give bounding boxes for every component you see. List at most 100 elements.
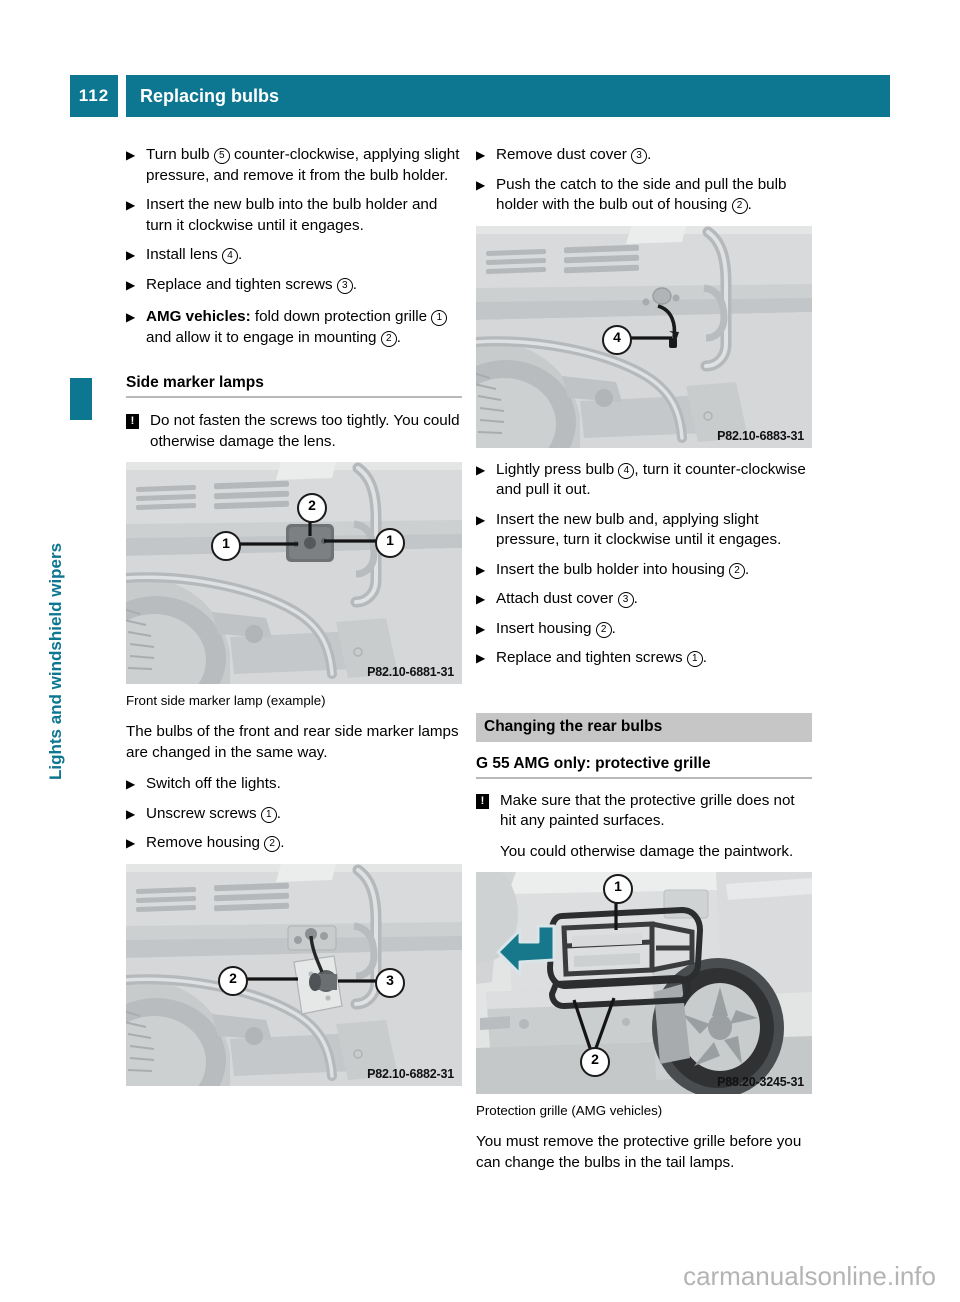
list-item: ▶ Insert the bulb holder into housing 2. <box>476 560 812 581</box>
heading-protective-grille: G 55 AMG only: protective grille <box>476 755 812 779</box>
figure-callout: 3 <box>375 967 405 998</box>
step-text-b: , turn it counter-clockwise and pull it … <box>496 460 806 499</box>
figure-callout: 4 <box>602 324 632 355</box>
list-item: ▶ Insert the new bulb and, applying slig… <box>476 510 812 551</box>
bullet-triangle-icon: ▶ <box>476 177 486 192</box>
figure-rear-protection-grille: 1 2 P88.20-3245-31 <box>476 872 812 1094</box>
section-heading-changing-rear-bulbs: Changing the rear bulbs <box>476 712 812 742</box>
bullet-triangle-icon: ▶ <box>476 592 486 606</box>
warning-note-continuation: You could otherwise damage the paintwork… <box>500 842 794 860</box>
figure-callout: 1 <box>603 874 633 904</box>
figure-reference-code: P88.20-3245-31 <box>717 1075 804 1089</box>
step-text-b: counter-clockwise, applying slight press… <box>146 146 460 184</box>
bullet-triangle-icon: ▶ <box>126 777 136 791</box>
figure-reference-code: P82.10-6881-31 <box>367 665 454 679</box>
list-item: ▶ Switch off the lights. <box>126 774 462 795</box>
bullet-triangle-icon: ▶ <box>126 806 136 821</box>
figure-callout: 2 <box>580 1047 610 1077</box>
amg-lead-label: AMG vehicles: <box>146 308 251 325</box>
bullet-triangle-icon: ▶ <box>126 310 136 324</box>
figure-bulb-holder-catch: 4 P82.10-6883-31 <box>476 225 812 448</box>
figure-reference-code: P82.10-6882-31 <box>367 1066 454 1081</box>
amg-text-c: . <box>396 328 401 346</box>
warning-exclamation-icon: ! <box>126 414 139 429</box>
step-text-b: . <box>352 275 358 293</box>
bullet-triangle-icon: ▶ <box>476 148 486 162</box>
callout-ref: 3 <box>631 148 648 164</box>
callout-ref: 1 <box>686 651 703 667</box>
warning-note: ! Make sure that the protective grille d… <box>476 791 812 832</box>
figure-callout: 1 <box>211 531 241 561</box>
callout-ref: 1 <box>260 806 277 823</box>
step-text-a: Replace and tighten screws <box>496 649 687 666</box>
warning-note: ! Do not fasten the screws too tightly. … <box>126 411 462 452</box>
step-text-b: . <box>280 834 285 851</box>
list-item: ▶ Insert the new bulb into the bulb hold… <box>126 195 462 236</box>
figure-callout: 2 <box>218 965 248 996</box>
bullet-triangle-icon: ▶ <box>126 836 136 850</box>
step-text-b: . <box>747 196 752 213</box>
site-watermark: carmanualsonline.info <box>683 1261 936 1291</box>
heading-side-marker-lamps: Side marker lamps <box>126 374 462 398</box>
callout-ref: 2 <box>729 562 746 579</box>
chapter-tab-marker <box>70 378 92 420</box>
bullet-triangle-icon: ▶ <box>126 248 136 262</box>
list-item: ▶ Lightly press bulb 4, turn it counter-… <box>476 460 812 501</box>
callout-ref: 5 <box>213 148 230 164</box>
step-text-b: . <box>647 146 652 163</box>
list-item: ▶ Push the catch to the side and pull th… <box>476 175 812 216</box>
bullet-triangle-icon: ▶ <box>126 198 136 212</box>
step-text-a: Insert the bulb holder into housing <box>496 560 730 578</box>
step-text-a: Replace and tighten screws <box>146 275 337 293</box>
callout-ref: 1 <box>431 310 448 326</box>
step-text-a: Insert the new bulb into the bulb holder… <box>146 196 438 234</box>
figure-reference-code: P82.10-6883-31 <box>717 428 804 443</box>
callout-ref: 2 <box>731 198 748 214</box>
bullet-triangle-icon: ▶ <box>126 148 136 162</box>
figure-1-illustration <box>126 462 462 684</box>
warning-note-text: Make sure that the protective grille doe… <box>500 791 795 830</box>
callout-ref: 4 <box>618 462 635 479</box>
step-text-b: . <box>702 649 708 666</box>
bullet-triangle-icon: ▶ <box>476 512 486 527</box>
amg-text-a: fold down protection grille <box>250 308 432 325</box>
list-item: ▶ Remove housing 2. <box>126 833 462 854</box>
list-item: ▶ Insert housing 2. <box>476 619 812 640</box>
bullet-triangle-icon: ▶ <box>476 621 486 636</box>
step-text-a: Switch off the lights. <box>146 775 281 792</box>
step-text-a: Remove dust cover <box>496 146 632 163</box>
figure-4-illustration <box>476 872 812 1094</box>
list-item: ▶ Unscrew screws 1. <box>126 804 462 825</box>
chapter-label: Lights and windshield wipers <box>46 542 65 780</box>
body-paragraph: The bulbs of the front and rear side mar… <box>126 723 459 761</box>
closing-paragraph: You must remove the protective grille be… <box>476 1133 802 1171</box>
list-item: ▶ Attach dust cover 3. <box>476 589 812 610</box>
callout-ref: 3 <box>336 277 353 294</box>
step-text-b: . <box>276 804 282 822</box>
list-item: ▶ Remove dust cover 3. <box>476 145 812 166</box>
callout-ref: 2 <box>595 621 612 638</box>
amg-text-b: and allow it to engage in mounting <box>146 328 381 346</box>
right-column: ▶ Remove dust cover 3. ▶ Push the catch … <box>476 145 812 1184</box>
step-text-a: Lightly press bulb <box>496 460 619 478</box>
bullet-triangle-icon: ▶ <box>126 277 136 292</box>
callout-ref: 2 <box>380 330 397 347</box>
list-item: ▶ Turn bulb 5 counter-clockwise, applyin… <box>126 145 462 186</box>
callout-ref: 2 <box>264 836 281 852</box>
step-text-a: Turn bulb <box>146 146 214 163</box>
callout-ref: 3 <box>617 592 634 608</box>
step-text-a: Remove housing <box>146 834 265 851</box>
step-text-b: . <box>633 590 638 607</box>
list-item-amg: ▶ AMG vehicles: fold down protection gri… <box>126 307 462 348</box>
figure-caption: Front side marker lamp (example) <box>126 693 326 708</box>
figure-3-illustration <box>476 225 812 448</box>
step-text-a: Attach dust cover <box>496 590 618 607</box>
page-header: 112 Replacing bulbs <box>70 75 890 117</box>
figure-caption: Protection grille (AMG vehicles) <box>476 1103 663 1118</box>
step-text-b: . <box>237 246 243 263</box>
figure-side-marker-housing: 2 3 P82.10-6882-31 <box>126 863 462 1086</box>
warning-note-text: Do not fasten the screws too tightly. Yo… <box>150 412 460 450</box>
figure-callout: 1 <box>375 528 405 558</box>
step-text-a: Insert housing <box>496 619 596 637</box>
left-column: ▶ Turn bulb 5 counter-clockwise, applyin… <box>126 145 462 1094</box>
